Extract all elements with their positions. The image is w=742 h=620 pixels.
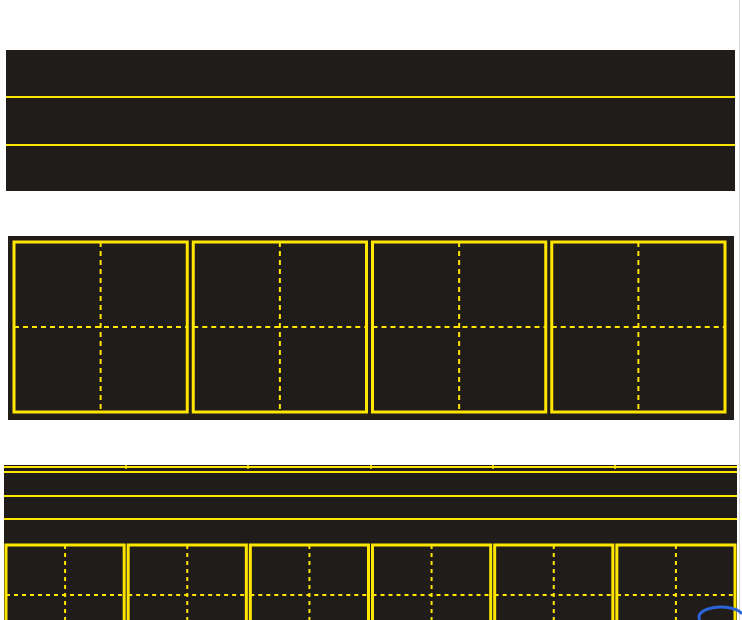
tian-grid-svg	[12, 240, 727, 414]
page-edge-divider	[739, 0, 740, 620]
pinyin-tian-board	[4, 465, 737, 620]
writing-lines-board	[6, 50, 735, 191]
tian-grid-board	[8, 236, 734, 420]
writing-lines-svg	[6, 96, 735, 146]
pinyin-tian-svg	[4, 465, 737, 620]
